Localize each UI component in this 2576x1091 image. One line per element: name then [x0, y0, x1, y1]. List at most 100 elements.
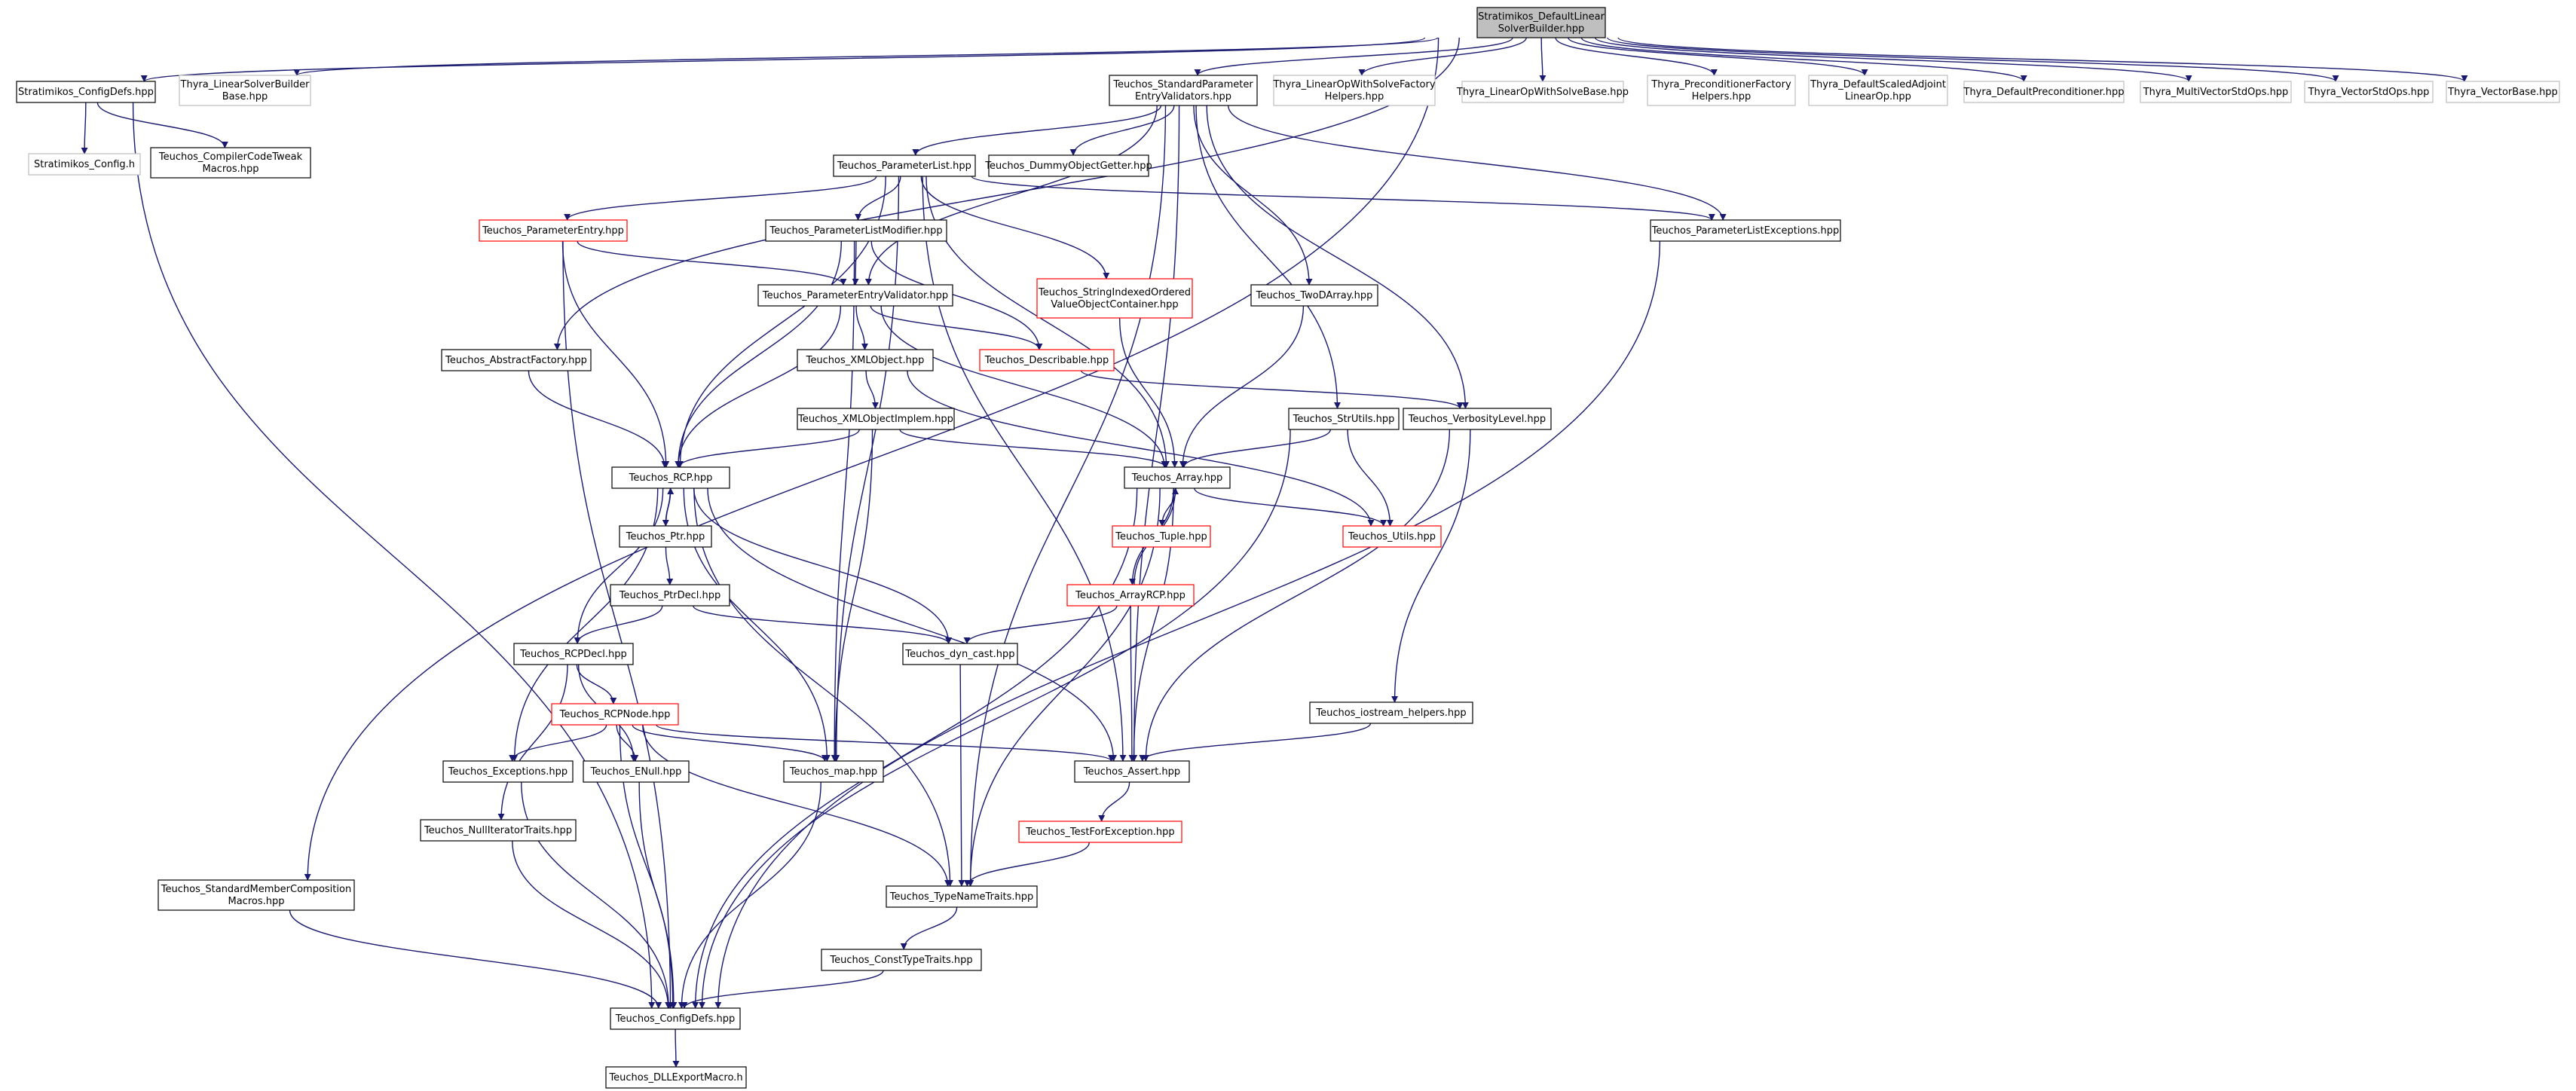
node-label: Stratimikos_ConfigDefs.hpp [18, 87, 154, 98]
edge-dyncast-to-typename [958, 664, 965, 887]
edge-xmlimpl-to-map [831, 429, 873, 762]
node-box [833, 154, 976, 177]
node-label: Thyra_VectorBase.hpp [2447, 87, 2558, 98]
edge-param_entry-to-pev [577, 240, 847, 286]
node-box [1963, 81, 2125, 103]
node-teuchos_configdefs[interactable]: Teuchos_ConfigDefs.hpp [610, 1007, 741, 1030]
node-box [2304, 81, 2434, 103]
node-pev[interactable]: Teuchos_ParameterEntryValidator.hpp [757, 284, 953, 307]
node-box [420, 819, 577, 842]
node-verbosity[interactable]: Teuchos_VerbosityLevel.hpp [1403, 408, 1552, 430]
node-ptr[interactable]: Teuchos_Ptr.hpp [619, 525, 712, 548]
node-map[interactable]: Teuchos_map.hpp [783, 760, 884, 783]
node-dllexport[interactable]: Teuchos_DLLExportMacro.h [605, 1066, 747, 1089]
node-box [1273, 75, 1436, 106]
node-ptrdecl[interactable]: Teuchos_PtrDecl.hpp [610, 584, 730, 607]
node-label: Teuchos_TypeNameTraits.hpp [889, 891, 1034, 903]
edge-plmod-to-describable [870, 240, 1043, 350]
node-thyra_vso[interactable]: Thyra_VectorStdOps.hpp [2304, 81, 2434, 103]
edge-std_param_ev-to-typename [967, 105, 1167, 887]
edge-pev-to-rcp [675, 305, 842, 468]
node-dyncast[interactable]: Teuchos_dyn_cast.hpp [902, 643, 1018, 665]
node-strat_configdefs[interactable]: Stratimikos_ConfigDefs.hpp [16, 81, 156, 103]
node-iostream_helpers[interactable]: Teuchos_iostream_helpers.hpp [1309, 701, 1473, 724]
edge-exceptions-to-teuchos_configdefs [521, 781, 672, 1009]
node-twodarray[interactable]: Teuchos_TwoDArray.hpp [1250, 284, 1378, 307]
node-label: Teuchos_ENull.hpp [590, 766, 682, 778]
node-box [479, 219, 628, 242]
node-plmod[interactable]: Teuchos_ParameterListModifier.hpp [765, 219, 947, 242]
node-utils[interactable]: Teuchos_Utils.hpp [1342, 525, 1442, 548]
node-stringindexed[interactable]: Teuchos_StringIndexedOrderedValueObjectC… [1036, 278, 1193, 319]
node-label: Teuchos_AbstractFactory.hpp [445, 355, 587, 366]
node-box [513, 643, 634, 665]
node-plexc[interactable]: Teuchos_ParameterListExceptions.hpp [1650, 219, 1841, 242]
edge-rcpdecl-to-rcpnode [576, 664, 617, 704]
node-label: Macros.hpp [228, 896, 285, 907]
edge-std_param_ev-to-dummy_getter [1069, 105, 1175, 156]
edge-verbosity-to-assert [1142, 429, 1451, 762]
edge-consttype-to-teuchos_configdefs [681, 970, 884, 1009]
node-tuple[interactable]: Teuchos_Tuple.hpp [1112, 525, 1211, 548]
node-abstract_factory[interactable]: Teuchos_AbstractFactory.hpp [441, 349, 592, 371]
node-box [28, 153, 141, 176]
node-arrayrcp[interactable]: Teuchos_ArrayRCP.hpp [1066, 584, 1195, 607]
edge-map-to-teuchos_configdefs [678, 781, 821, 1009]
node-root[interactable]: Stratimikos_DefaultLinearSolverBuilder.h… [1476, 7, 1606, 38]
node-label: Teuchos_ParameterListExceptions.hpp [1651, 225, 1840, 237]
edge-std_param_ev-to-verbosity [1206, 105, 1469, 409]
node-param_list[interactable]: Teuchos_ParameterList.hpp [833, 154, 976, 177]
node-box [442, 760, 574, 783]
edge-strutils-to-teuchos_configdefs [698, 429, 1291, 1009]
node-rcpnode[interactable]: Teuchos_RCPNode.hpp [551, 703, 679, 726]
node-label: Teuchos_dyn_cast.hpp [904, 649, 1014, 660]
edge-rcpnode-to-assert [656, 724, 1115, 762]
edge-plmod-to-map [831, 240, 855, 762]
node-thyra_lowsfh[interactable]: Thyra_LinearOpWithSolveFactoryHelpers.hp… [1272, 75, 1436, 106]
node-std_param_ev[interactable]: Teuchos_StandardParameterEntryValidators… [1109, 75, 1258, 106]
edge-param_list-to-param_entry [564, 176, 877, 221]
edge-array-to-utils [1194, 487, 1387, 527]
node-rcpdecl[interactable]: Teuchos_RCPDecl.hpp [513, 643, 634, 665]
node-label: Teuchos_NullIteratorTraits.hpp [424, 825, 572, 836]
edge-rcp-to-rcpdecl [574, 487, 664, 644]
node-label: Teuchos_ConfigDefs.hpp [615, 1013, 736, 1025]
node-strutils[interactable]: Teuchos_StrUtils.hpp [1288, 408, 1400, 430]
node-label: Thyra_VectorStdOps.hpp [2308, 87, 2430, 98]
node-xmlobject[interactable]: Teuchos_XMLObject.hpp [797, 349, 934, 371]
node-smcm[interactable]: Teuchos_StandardMemberCompositionMacros.… [158, 879, 355, 911]
edge-plmod-to-rcp [675, 240, 843, 468]
node-dummy_getter[interactable]: Teuchos_DummyObjectGetter.hpp [984, 154, 1152, 177]
node-array[interactable]: Teuchos_Array.hpp [1124, 466, 1231, 489]
node-thyra_dp[interactable]: Thyra_DefaultPreconditioner.hpp [1963, 81, 2125, 103]
node-consttype[interactable]: Teuchos_ConstTypeTraits.hpp [821, 949, 982, 971]
node-box [1018, 821, 1182, 843]
node-param_entry[interactable]: Teuchos_ParameterEntry.hpp [479, 219, 628, 242]
node-label: Teuchos_iostream_helpers.hpp [1315, 707, 1466, 719]
node-thyra_mvso[interactable]: Thyra_MultiVectorStdOps.hpp [2140, 81, 2292, 103]
node-label: Teuchos_ArrayRCP.hpp [1075, 590, 1186, 601]
node-thyra_vb[interactable]: Thyra_VectorBase.hpp [2446, 81, 2560, 103]
node-rcp[interactable]: Teuchos_RCP.hpp [611, 466, 730, 489]
node-typename[interactable]: Teuchos_TypeNameTraits.hpp [886, 885, 1038, 908]
edge-strutils-to-utils [1347, 429, 1394, 527]
edge-std_param_ev-to-plexc [1227, 105, 1727, 221]
node-testforexc[interactable]: Teuchos_TestForException.hpp [1018, 821, 1182, 843]
node-box [1250, 284, 1378, 307]
node-label: Thyra_LinearOpWithSolveFactory [1272, 79, 1435, 90]
node-xmlimpl[interactable]: Teuchos_XMLObjectImplem.hpp [797, 408, 955, 430]
node-assert[interactable]: Teuchos_Assert.hpp [1074, 760, 1190, 783]
edge-describable-to-verbosity [1080, 370, 1464, 409]
node-exceptions[interactable]: Teuchos_Exceptions.hpp [442, 760, 574, 783]
node-strat_config[interactable]: Stratimikos_Config.h [28, 153, 141, 176]
node-nulliter[interactable]: Teuchos_NullIteratorTraits.hpp [420, 819, 577, 842]
node-box [158, 879, 355, 911]
node-enull[interactable]: Teuchos_ENull.hpp [583, 760, 690, 783]
node-describable[interactable]: Teuchos_Describable.hpp [979, 349, 1115, 371]
node-thyra_lowsb[interactable]: Thyra_LinearOpWithSolveBase.hpp [1456, 81, 1629, 103]
